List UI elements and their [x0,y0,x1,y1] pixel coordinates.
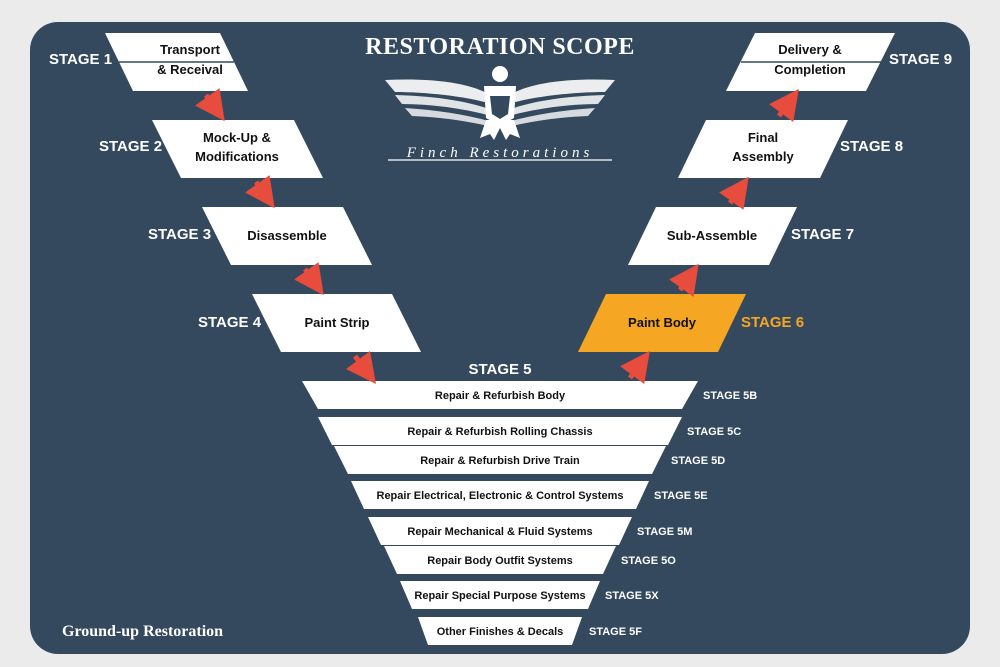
substage-5d-label: STAGE 5D [671,455,725,467]
stage-4-text: Paint Strip [304,315,369,330]
arrow-2-3 [245,175,275,209]
stage-8-line-2: Assembly [732,149,794,164]
substage-5m-text: Repair Mechanical & Fluid Systems [407,526,592,538]
substage-5e-label: STAGE 5E [654,490,708,502]
substage-5o-label: STAGE 5O [621,555,676,567]
stage-3-label: STAGE 3 [148,226,211,243]
stage-2-line-2: Modifications [195,149,279,164]
stage-6-text: Paint Body [628,315,697,330]
substage-5f-label: STAGE 5F [589,626,642,638]
arrow-6-7 [669,263,699,297]
stage-8-line-1: Final [748,130,778,145]
substage-5x-text: Repair Special Purpose Systems [414,590,585,602]
arrow-5-6 [620,350,650,384]
stage-5-label: STAGE 5 [468,361,531,378]
stage-7: Sub-Assemble STAGE 7 [628,207,854,265]
substage-5b-box [302,381,698,409]
stage-1-line-1: Transport [160,42,221,57]
substage-5b-label: STAGE 5B [703,390,757,402]
stage-1-label: STAGE 1 [49,51,112,68]
substage-5d-box [334,446,666,474]
substage-5c-label: STAGE 5C [687,426,741,438]
stage-3: Disassemble STAGE 3 [148,207,372,265]
substage-5f-box [418,617,582,645]
stage-6-label: STAGE 6 [741,314,804,331]
flow-arrows [195,88,799,384]
stage-6: Paint Body STAGE 6 [578,294,804,352]
substage-5x-label: STAGE 5X [605,590,659,602]
stage-3-text: Disassemble [247,228,327,243]
substage-5e-box [351,481,649,509]
stage-4: Paint Strip STAGE 4 [198,294,421,352]
finch-logo [385,66,615,140]
stage-4-label: STAGE 4 [198,314,262,331]
substage-5d-text: Repair & Refurbish Drive Train [420,455,580,467]
stage-9-line-1: Delivery & [778,42,842,57]
stage-7-text: Sub-Assemble [667,228,757,243]
stage-1-line-2: & Receival [157,62,223,77]
substage-5c-text: Repair & Refurbish Rolling Chassis [407,426,592,438]
arrow-3-4 [294,262,324,296]
arrow-8-9 [769,88,799,122]
stage-2-line-1: Mock-Up & [203,130,271,145]
stage-8-label: STAGE 8 [840,138,903,155]
substage-5f-text: Other Finishes & Decals [437,626,564,638]
brand-name: Finch Restorations [406,145,594,161]
stage-2: Mock-Up & Modifications STAGE 2 [99,120,323,178]
arrow-7-8 [719,176,749,210]
substage-5o-text: Repair Body Outfit Systems [427,555,572,567]
substage-5m-label: STAGE 5M [637,526,692,538]
substage-5e-text: Repair Electrical, Electronic & Control … [377,490,624,502]
stage-7-label: STAGE 7 [791,226,854,243]
substage-5b-text: Repair & Refurbish Body [435,390,566,402]
footer-text: Ground-up Restoration [62,623,223,640]
substage-5m-box [368,517,632,545]
diagram-title: RESTORATION SCOPE [365,34,635,60]
stage-5-substages: Repair & Refurbish Body STAGE 5B Repair … [302,381,757,645]
substage-5c-box [318,417,682,445]
stage-2-label: STAGE 2 [99,138,162,155]
stage-9: Delivery & Completion STAGE 9 [726,33,952,91]
arrow-4-5 [346,351,376,384]
stage-9-line-2: Completion [774,62,846,77]
arrow-1-2 [195,88,225,122]
stage-8: Final Assembly STAGE 8 [678,120,903,178]
substage-5o-box [384,546,616,574]
stage-1: Transport & Receival STAGE 1 [49,33,248,91]
stage-9-label: STAGE 9 [889,51,952,68]
substage-5x-box [400,581,600,609]
